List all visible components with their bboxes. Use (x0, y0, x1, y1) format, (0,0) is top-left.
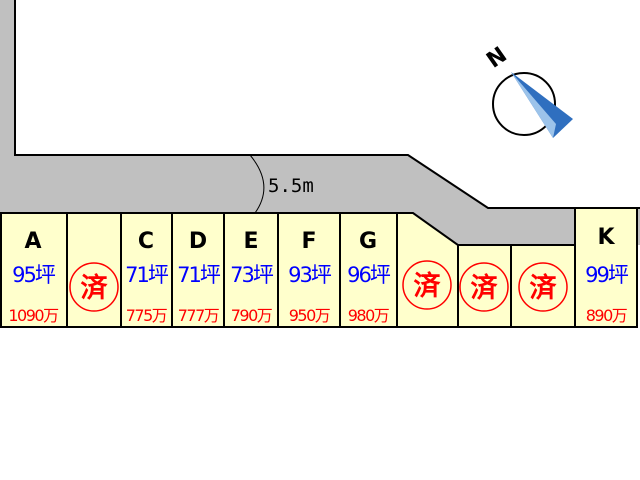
lot-e[interactable]: E 73坪 790万 (223, 212, 279, 328)
sold-stamp-icon (459, 262, 509, 312)
road-width-label: 5.5m (268, 175, 314, 197)
road-width-marker (249, 154, 265, 214)
lot-label: A (24, 229, 41, 254)
road (0, 0, 640, 245)
lot-area: 93坪 (288, 263, 332, 287)
lot-area: 71坪 (125, 263, 169, 287)
lot-area: 71坪 (177, 263, 221, 287)
sold-stamp: 済 (81, 272, 109, 304)
lot-area: 99坪 (585, 263, 629, 287)
compass-needle-icon (511, 72, 573, 138)
lot-g[interactable]: G 96坪 980万 (339, 212, 398, 328)
sold-stamp: 済 (471, 272, 499, 304)
lot-price: 790万 (231, 306, 273, 325)
sold-stamp: 済 (414, 270, 442, 302)
lot-price: 1090万 (8, 306, 59, 325)
lot-label: C (138, 229, 154, 254)
compass-north-label: N (482, 43, 511, 74)
lot-j[interactable]: 済 (510, 244, 576, 328)
compass-circle (492, 72, 556, 136)
lot-c[interactable]: C 71坪 775万 (120, 212, 173, 328)
lot-label: D (189, 229, 207, 254)
lot-f[interactable]: F 93坪 950万 (277, 212, 341, 328)
lot-h[interactable]: 済 (396, 212, 459, 328)
compass-needle-light (511, 72, 556, 138)
lot-price: 890万 (586, 306, 628, 325)
sold-stamp-icon (69, 262, 119, 312)
lot-label: G (359, 229, 377, 254)
lot-k[interactable]: K 99坪 890万 (574, 207, 638, 328)
road-edge (14, 0, 640, 209)
lot-parcel[interactable] (66, 212, 122, 328)
compass: N (482, 43, 573, 138)
sold-stamp-icon (518, 262, 568, 312)
lot-label: E (243, 229, 258, 254)
lot-label: K (597, 225, 615, 250)
lot-price: 777万 (178, 306, 220, 325)
lot-price: 775万 (126, 306, 168, 325)
lot-i[interactable]: 済 (457, 244, 512, 328)
lot-area: 73坪 (230, 263, 274, 287)
lot-parcel[interactable] (574, 207, 638, 328)
lot-b[interactable]: 済 (66, 212, 122, 328)
lot-a[interactable]: A 95坪 1090万 (0, 212, 68, 328)
lot-d[interactable]: D 71坪 777万 (171, 212, 225, 328)
lot-area: 95坪 (12, 263, 56, 287)
sold-stamp: 済 (530, 272, 558, 304)
lot-price: 980万 (348, 306, 390, 325)
lot-label: F (301, 229, 316, 254)
lot-price: 950万 (289, 306, 331, 325)
sold-stamp-icon (402, 260, 452, 310)
lot-area: 96坪 (347, 263, 391, 287)
